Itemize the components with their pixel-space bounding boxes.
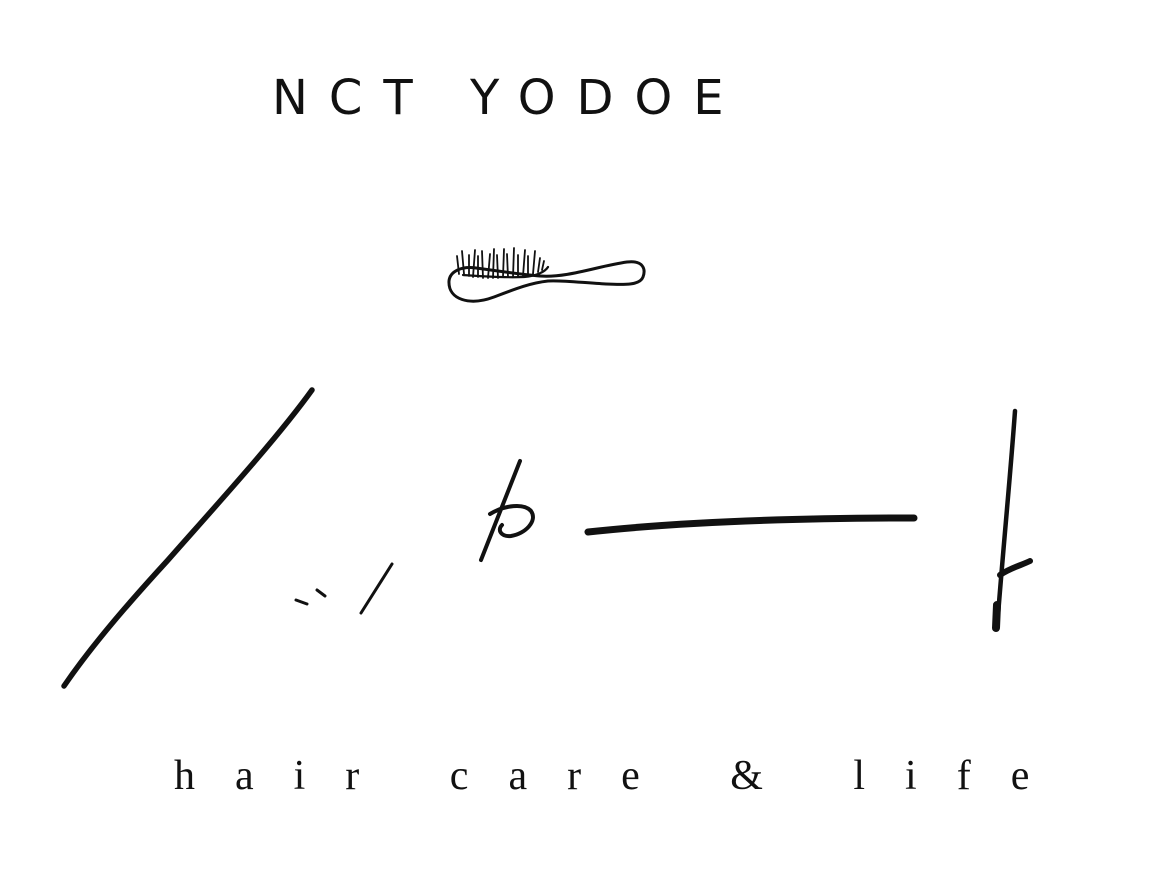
logo-stroke-short-diagonal <box>359 562 394 615</box>
brand-tagline: hair care & life <box>174 753 1070 799</box>
logo-stroke-long-dash <box>584 514 918 536</box>
logo-stroke-small-marks <box>294 588 327 606</box>
hairbrush-icon <box>447 247 646 303</box>
logo-lettering <box>61 387 1033 689</box>
brand-name: NCT YODOE <box>272 70 745 126</box>
logo-stroke-vertical <box>994 408 1018 631</box>
logo-stroke-long-diagonal <box>61 387 315 689</box>
logo-stroke-kana <box>479 459 535 562</box>
logo-stroke-hook <box>997 558 1033 578</box>
